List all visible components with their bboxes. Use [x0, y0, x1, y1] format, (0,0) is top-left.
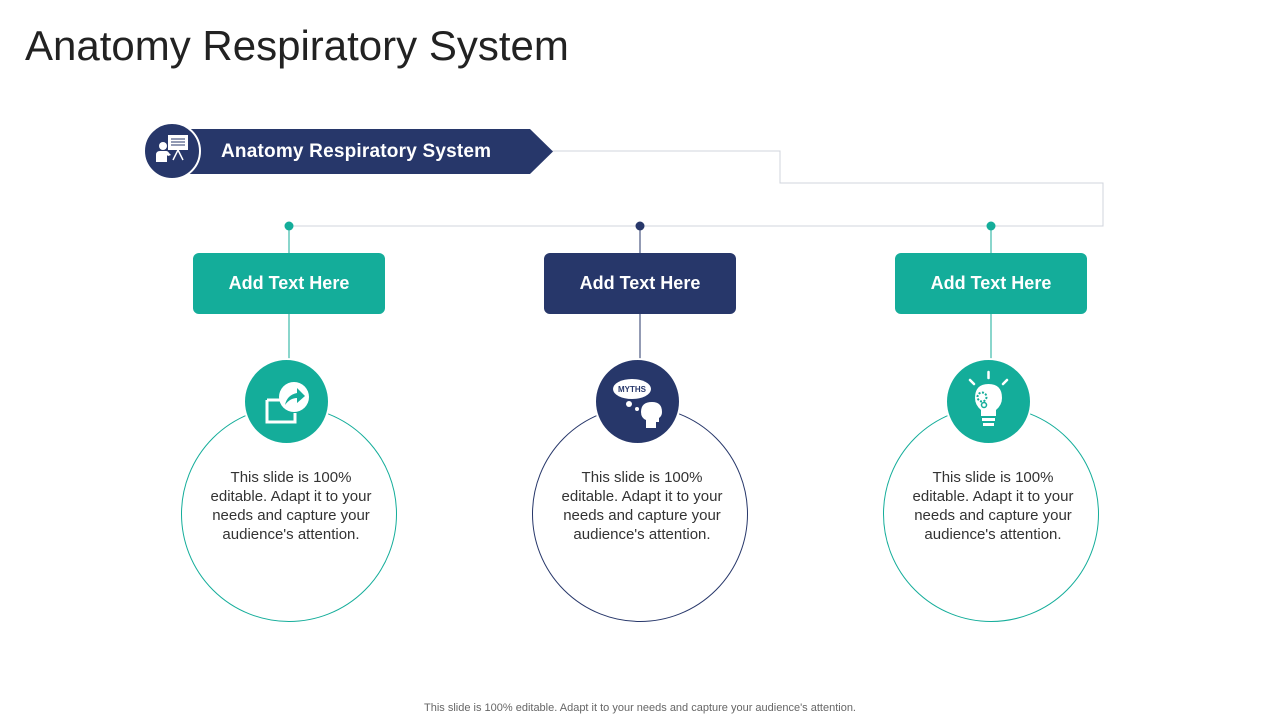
item-2-label-box[interactable]: Add Text Here [544, 253, 736, 314]
connector-dot-1 [284, 221, 294, 231]
banner-label: Anatomy Respiratory System [221, 141, 492, 162]
myths-thought-head-icon: MYTHS [594, 358, 681, 445]
item-1-text: This slide is 100% editable. Adapt it to… [210, 469, 372, 543]
footer-note: This slide is 100% editable. Adapt it to… [424, 702, 856, 714]
share-export-icon [243, 358, 330, 445]
connector-dot-2 [635, 221, 645, 231]
item-1-label-box[interactable]: Add Text Here [193, 253, 385, 314]
item-3-label-box[interactable]: Add Text Here [895, 253, 1087, 314]
page-title: Anatomy Respiratory System [25, 22, 569, 69]
presentation-icon [143, 122, 201, 180]
item-2-text: This slide is 100% editable. Adapt it to… [561, 469, 723, 543]
myths-icon-text: MYTHS [618, 385, 647, 394]
lightbulb-gear-icon [945, 358, 1032, 445]
item-3-text: This slide is 100% editable. Adapt it to… [912, 469, 1074, 543]
item-1-label: Add Text Here [228, 273, 350, 293]
title-banner [188, 129, 553, 174]
item-2-label: Add Text Here [579, 273, 701, 293]
connector-dot-3 [986, 221, 996, 231]
item-3-label: Add Text Here [930, 273, 1052, 293]
